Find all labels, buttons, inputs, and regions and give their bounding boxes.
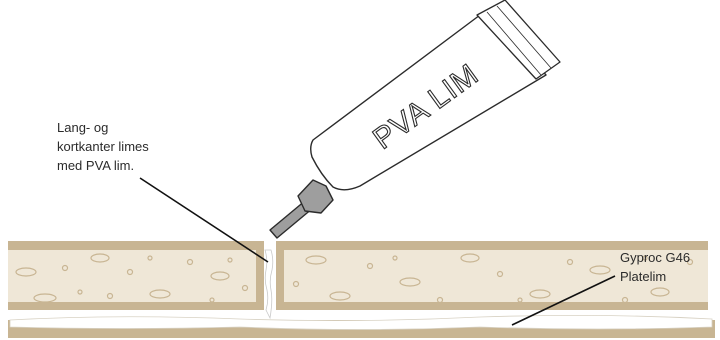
right-board (276, 241, 708, 310)
adhesive-layer (8, 315, 715, 338)
annotation-line: Gyproc G46 (620, 250, 691, 265)
joint-glue-annotation: Lang- og kortkanter limes med PVA lim. (57, 118, 149, 175)
tube-crimp-lines (486, 5, 552, 76)
joint-glue (264, 249, 274, 320)
annotation-line: Lang- og (57, 120, 109, 135)
left-board (8, 241, 264, 310)
joint-leader-line (139, 177, 269, 263)
right-board-texture (292, 253, 694, 304)
annotation-line: Platelim (620, 269, 667, 284)
tube-crimp (476, 0, 561, 80)
annotation-line: med PVA lim. (57, 158, 135, 173)
left-board-texture (15, 253, 249, 303)
board-adhesive-annotation: Gyproc G46 Platelim (620, 248, 690, 286)
annotation-line: kortkanter limes (57, 139, 149, 154)
tube-cap (297, 179, 334, 214)
pva-glue-tube: PVA LIM (269, 0, 561, 239)
adhesive-leader-line (511, 275, 616, 326)
